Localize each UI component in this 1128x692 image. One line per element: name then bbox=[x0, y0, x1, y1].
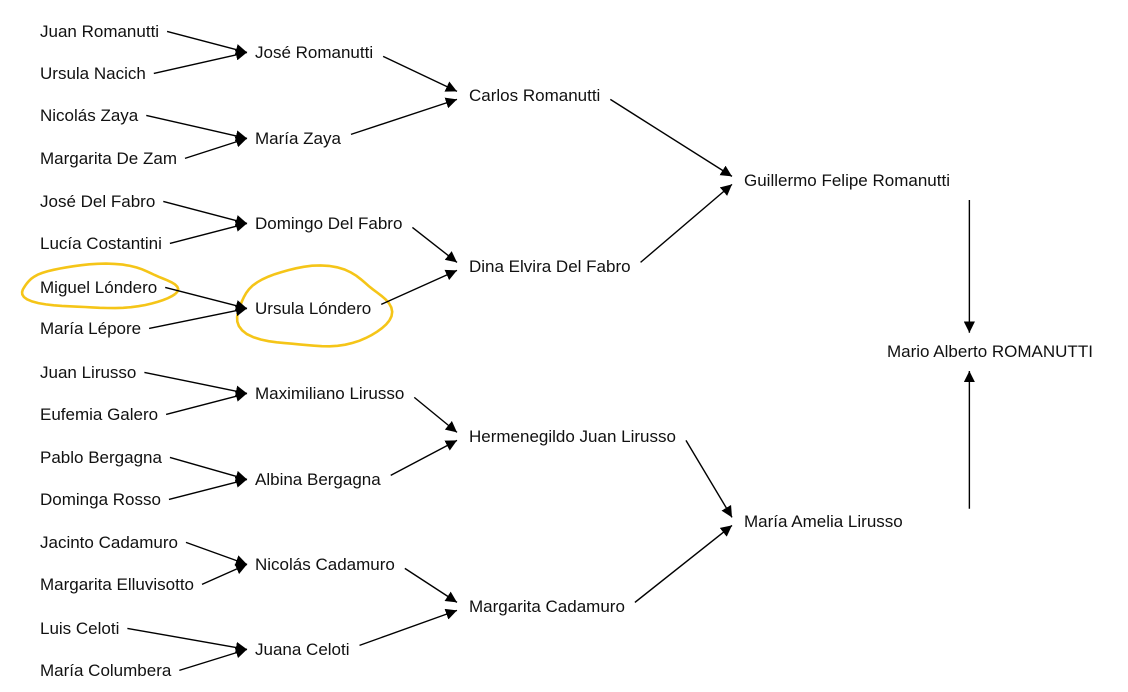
node-margarita-de-zam: Margarita De Zam bbox=[40, 149, 177, 168]
node-juan-lirusso: Juan Lirusso bbox=[40, 363, 136, 382]
node-ursula-londero: Ursula Lóndero bbox=[255, 299, 371, 318]
node-juana-celoti: Juana Celoti bbox=[255, 640, 350, 659]
edge-maria-lepore-to-ursula-londero bbox=[148, 305, 248, 330]
edge-juana-celoti-to-margarita-cadamuro bbox=[359, 608, 458, 647]
edge-margarita-de-zam-to-maria-zaya bbox=[184, 136, 248, 160]
edge-dina-elvira-del-fabro-to-guillermo-felipe-romanutti bbox=[640, 183, 733, 263]
edge-eufemia-galero-to-maximiliano-lirusso bbox=[165, 390, 248, 416]
edge-juan-lirusso-to-maximiliano-lirusso bbox=[144, 371, 248, 397]
edge-layer bbox=[127, 30, 975, 672]
node-maria-columbera: María Columbera bbox=[40, 661, 172, 680]
edge-luis-celoti-to-juana-celoti bbox=[127, 627, 248, 653]
node-maximiliano-lirusso: Maximiliano Lirusso bbox=[255, 384, 404, 403]
edge-jose-del-fabro-to-domingo-del-fabro bbox=[163, 200, 248, 226]
edge-carlos-romanutti-to-guillermo-felipe-romanutti bbox=[609, 98, 733, 177]
node-carlos-romanutti: Carlos Romanutti bbox=[469, 86, 600, 105]
edge-miguel-londero-to-ursula-londero bbox=[165, 286, 248, 312]
edge-margarita-elluvisotto-to-nicolas-cadamuro bbox=[201, 563, 248, 586]
highlight-ursula-londero bbox=[235, 264, 394, 348]
edge-albina-bergagna-to-hermenegildo-juan-lirusso bbox=[390, 439, 458, 477]
node-mario-alberto-romanutti: Mario Alberto ROMANUTTI bbox=[887, 342, 1093, 361]
node-dominga-rosso: Dominga Rosso bbox=[40, 490, 161, 509]
node-jacinto-cadamuro: Jacinto Cadamuro bbox=[40, 533, 178, 552]
edge-hermenegildo-juan-lirusso-to-maria-amelia-lirusso bbox=[685, 440, 733, 518]
node-nicolas-zaya: Nicolás Zaya bbox=[40, 106, 139, 125]
node-pablo-bergagna: Pablo Bergagna bbox=[40, 448, 162, 467]
node-margarita-cadamuro: Margarita Cadamuro bbox=[469, 597, 625, 616]
node-jose-romanutti: José Romanutti bbox=[255, 43, 373, 62]
edge-jacinto-cadamuro-to-nicolas-cadamuro bbox=[185, 541, 248, 566]
edge-maria-zaya-to-carlos-romanutti bbox=[350, 97, 458, 136]
edge-dominga-rosso-to-albina-bergagna bbox=[168, 476, 248, 501]
node-maria-amelia-lirusso: María Amelia Lirusso bbox=[744, 512, 903, 531]
edge-nicolas-cadamuro-to-margarita-cadamuro bbox=[404, 567, 458, 603]
node-juan-romanutti: Juan Romanutti bbox=[40, 22, 159, 41]
edge-jose-romanutti-to-carlos-romanutti bbox=[382, 55, 458, 93]
node-albina-bergagna: Albina Bergagna bbox=[255, 470, 381, 489]
node-maria-zaya: María Zaya bbox=[255, 129, 342, 148]
node-miguel-londero: Miguel Lóndero bbox=[40, 278, 157, 297]
edge-margarita-cadamuro-to-maria-amelia-lirusso bbox=[634, 524, 733, 603]
edge-pablo-bergagna-to-albina-bergagna bbox=[169, 456, 248, 482]
edge-domingo-del-fabro-to-dina-elvira-del-fabro bbox=[411, 226, 458, 263]
node-maria-lepore: María Lépore bbox=[40, 319, 141, 338]
highlight-layer bbox=[20, 262, 394, 348]
node-eufemia-galero: Eufemia Galero bbox=[40, 405, 158, 424]
node-dina-elvira-del-fabro: Dina Elvira Del Fabro bbox=[469, 257, 631, 276]
node-ursula-nacich: Ursula Nacich bbox=[40, 64, 146, 83]
edge-ursula-londero-to-dina-elvira-del-fabro bbox=[380, 269, 458, 306]
node-luis-celoti: Luis Celoti bbox=[40, 619, 119, 638]
node-hermenegildo-juan-lirusso: Hermenegildo Juan Lirusso bbox=[469, 427, 676, 446]
edge-maximiliano-lirusso-to-hermenegildo-juan-lirusso bbox=[413, 396, 458, 433]
edge-ursula-nacich-to-jose-romanutti bbox=[153, 49, 248, 75]
highlight-miguel-londero bbox=[20, 262, 180, 310]
node-jose-del-fabro: José Del Fabro bbox=[40, 192, 155, 211]
node-margarita-elluvisotto: Margarita Elluvisotto bbox=[40, 575, 194, 594]
edge-maria-columbera-to-juana-celoti bbox=[179, 647, 248, 672]
node-guillermo-felipe-romanutti: Guillermo Felipe Romanutti bbox=[744, 171, 950, 190]
edge-lucia-costantini-to-domingo-del-fabro bbox=[169, 220, 248, 245]
node-nicolas-cadamuro: Nicolás Cadamuro bbox=[255, 555, 395, 574]
edge-juan-romanutti-to-jose-romanutti bbox=[166, 30, 248, 55]
edge-nicolas-zaya-to-maria-zaya bbox=[146, 114, 248, 142]
node-domingo-del-fabro: Domingo Del Fabro bbox=[255, 214, 402, 233]
node-lucia-costantini: Lucía Costantini bbox=[40, 234, 162, 253]
